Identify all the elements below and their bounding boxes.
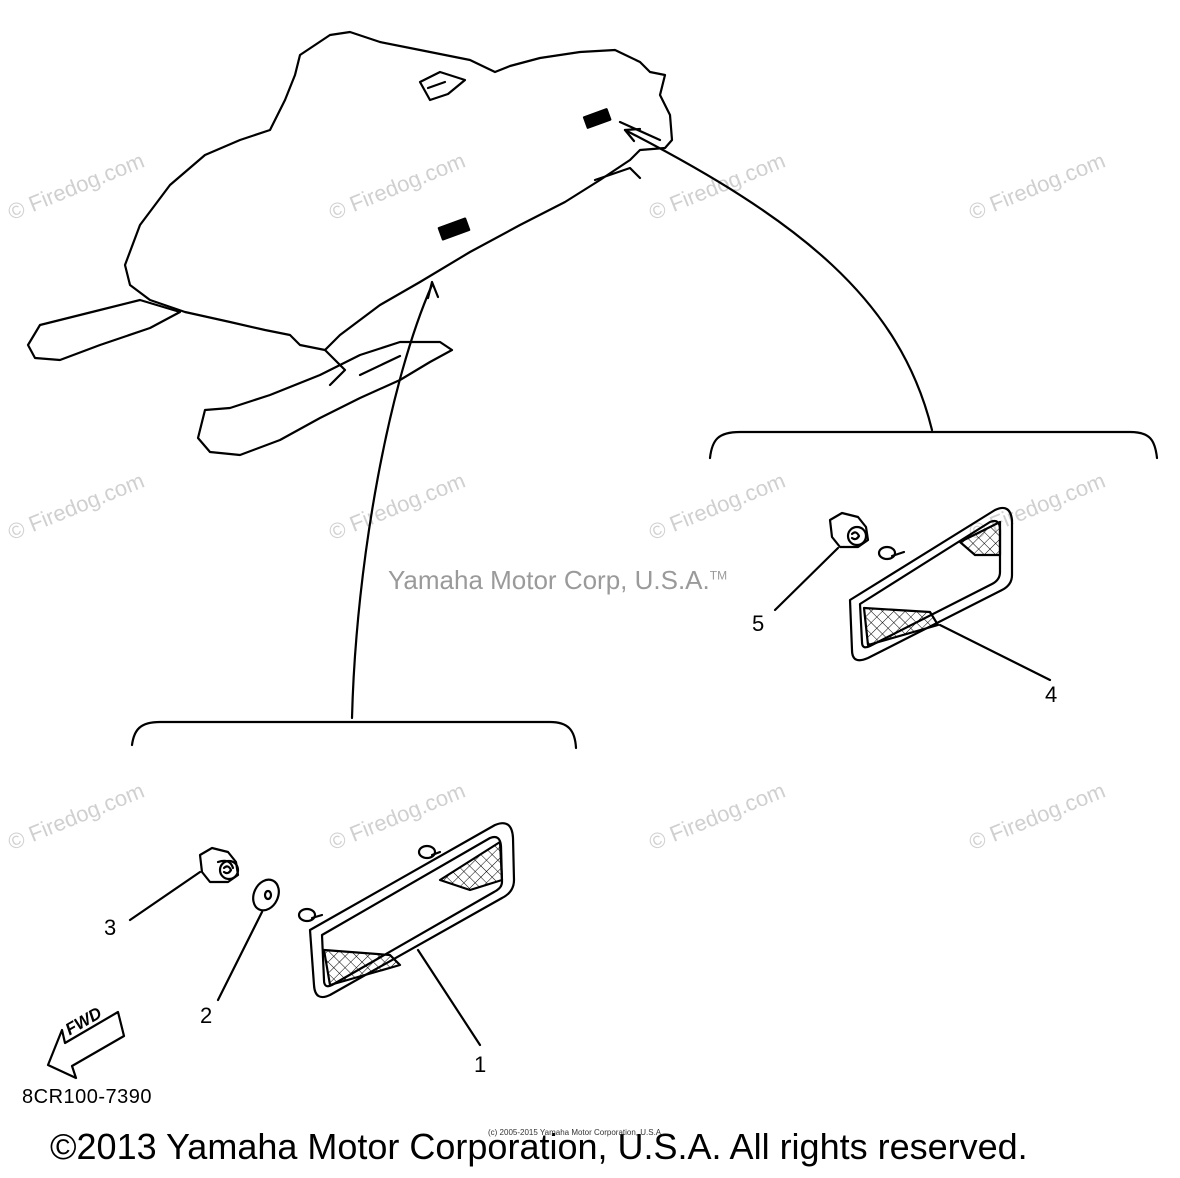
reflector-decal-front bbox=[582, 108, 612, 129]
reflector-part-1 bbox=[297, 822, 516, 999]
diagram-code: 8CR100-7390 bbox=[22, 1086, 153, 1108]
nut-part-5 bbox=[828, 511, 870, 549]
center-watermark-text: Yamaha Motor Corp, U.S.A. bbox=[388, 565, 710, 595]
callout-4: 4 bbox=[1045, 682, 1058, 707]
callout-2: 2 bbox=[200, 1003, 213, 1028]
nut-part-3 bbox=[198, 846, 240, 884]
trademark-mark: TM bbox=[709, 568, 728, 583]
reflector-decal-left bbox=[437, 217, 471, 241]
snowmobile-outline bbox=[26, 30, 674, 457]
washer-part-2 bbox=[252, 878, 280, 912]
callout-3: 3 bbox=[104, 915, 117, 940]
small-copyright-notice: (c) 2005-2015 Yamaha Motor Corporation, … bbox=[488, 1128, 664, 1137]
fwd-arrow-icon bbox=[46, 1010, 126, 1080]
callout-5: 5 bbox=[752, 611, 765, 636]
reflector-part-4 bbox=[848, 506, 1014, 662]
callout-1: 1 bbox=[474, 1052, 487, 1077]
copyright-notice: ©2013 Yamaha Motor Corporation, U.S.A. A… bbox=[50, 1126, 1028, 1167]
center-watermark: Yamaha Motor Corp, U.S.A.TM bbox=[388, 565, 727, 596]
